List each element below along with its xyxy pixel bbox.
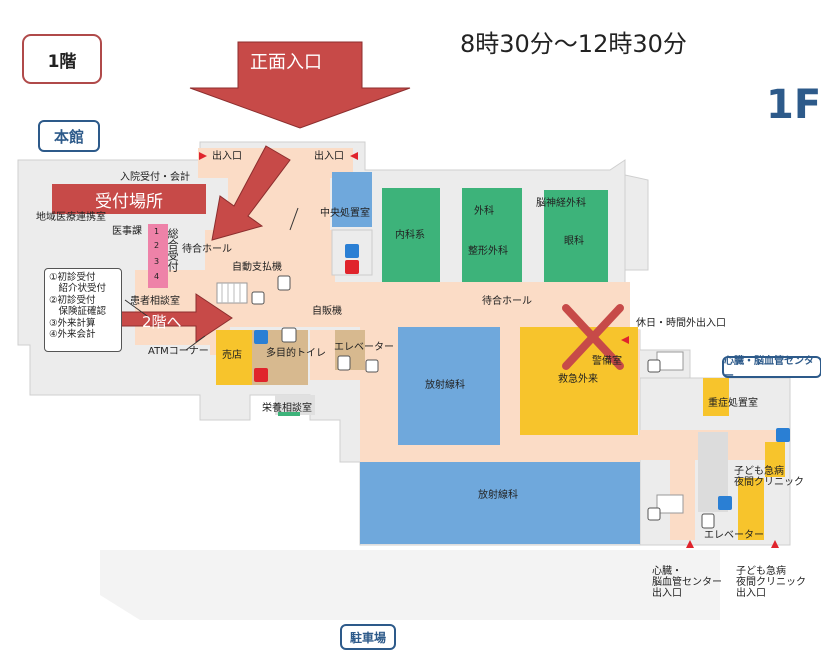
pediatric-area — [738, 478, 764, 540]
floor-code: 1F — [766, 82, 821, 128]
label-internal-medicine: 内科系 — [395, 230, 425, 241]
legend-line-4: 保険証確認 — [49, 306, 107, 318]
to-second-floor-text: 2階へ — [142, 313, 182, 331]
label-auto-payment: 自動支払機 — [232, 262, 282, 273]
emergency-area — [520, 327, 638, 435]
main-entrance-text: 正面入口 — [250, 52, 322, 73]
neurosurgery-area — [544, 190, 608, 282]
central-treatment-area — [332, 172, 372, 227]
label-shop: 売店 — [222, 350, 242, 361]
phone-icon — [277, 275, 291, 291]
counter-4: 4 — [154, 272, 160, 281]
floor-label-badge: 1階 — [22, 34, 102, 84]
stairs-icon — [251, 291, 265, 305]
label-emergency: 救急外来 — [558, 374, 598, 385]
pediatric-entrance-marker — [771, 540, 779, 548]
counter-1: 1 — [154, 227, 160, 236]
after-hours-marker — [621, 336, 629, 344]
label-severe-treatment: 重症処置室 — [708, 398, 758, 409]
label-regional-medical: 地域医療連携室 — [36, 212, 106, 223]
heart-entrance-marker — [686, 540, 694, 548]
label-pediatric-entrance: 子ども急病 夜間クリニック 出入口 — [736, 566, 806, 599]
label-guard-room: 警備室 — [592, 356, 622, 367]
nutrition-area — [275, 395, 315, 415]
label-central-treatment: 中央処置室 — [320, 208, 370, 219]
label-elevator-heart: エレベーター — [704, 530, 764, 541]
main-entrance-arrow — [189, 41, 411, 129]
counter-2: 2 — [154, 241, 160, 250]
escalator-icon-2 — [647, 359, 661, 373]
elevator-icon-heart — [701, 513, 715, 529]
counter-3: 3 — [154, 257, 160, 266]
label-surgery: 外科 — [474, 206, 494, 217]
down-left-arrow — [211, 145, 291, 241]
label-admission: 入院受付・会計 — [120, 172, 190, 183]
radiology-2-area — [360, 462, 640, 544]
to-second-floor-arrow — [111, 293, 233, 343]
label-radiology-1: 放射線科 — [425, 380, 465, 391]
label-heart-entrance: 心臓・ 脳血管センター 出入口 — [652, 566, 722, 599]
label-waiting-hall-left: 待合ホール — [182, 244, 232, 255]
label-waiting-hall-right: 待合ホール — [482, 296, 532, 307]
hours-text: 8時30分～12時30分 — [460, 30, 687, 58]
label-general-reception: 総合受付 — [166, 228, 180, 272]
closed-x-mark — [562, 304, 624, 370]
label-vending: 自販機 — [312, 306, 342, 317]
label-atm: ATMコーナー — [148, 346, 209, 357]
legend-line-5: ③外来計算 — [49, 317, 96, 329]
legend-line-1: ①初診受付 — [49, 272, 96, 283]
label-pediatric-night: 子ども急病 夜間クリニック — [734, 466, 804, 488]
surgery-area — [462, 188, 522, 282]
severe-treatment-area — [703, 378, 729, 416]
legend-line-2: 紹介状受付 — [49, 283, 107, 295]
label-multi-toilet: 多目的トイレ — [266, 348, 326, 359]
label-nutrition: 栄養相談室 — [262, 403, 312, 414]
reception-place-box: 受付場所 — [52, 184, 206, 214]
elevator-icon-main — [337, 355, 351, 371]
parking-area — [100, 550, 720, 620]
legend-line-3: ②初診受付 — [49, 294, 96, 306]
label-radiology-2: 放射線科 — [478, 490, 518, 501]
reception-counter-block — [148, 224, 168, 288]
label-elevator-main: エレベーター — [334, 342, 394, 353]
legend-line-6: ④外来会計 — [49, 328, 96, 340]
label-ophthalmology: 眼科 — [564, 236, 584, 247]
shop-area — [216, 330, 252, 385]
right-wing-outline — [624, 174, 649, 271]
label-entrance-left: 出入口 — [212, 151, 242, 162]
escalator-icon-1 — [365, 359, 379, 373]
entrance-marker-left — [199, 152, 207, 160]
radiology-1-area — [398, 327, 500, 445]
toilet-icon-3 — [718, 428, 790, 510]
label-neurosurgery: 脳神経外科 — [536, 198, 586, 209]
label-entrance-right: 出入口 — [314, 151, 344, 162]
reception-legend: ①初診受付 紹介状受付 ②初診受付 保険証確認 ③外来計算 ④外来会計 — [44, 268, 122, 352]
entrance-marker-right — [350, 152, 358, 160]
toilet-icon-2 — [345, 244, 359, 274]
label-patient-consult: 患者相談室 — [130, 296, 180, 307]
heart-center-tag: 心臓・脳血管センター — [722, 356, 821, 382]
label-medical-affairs: 医事課 — [112, 226, 142, 237]
wheelchair-icon-1 — [281, 327, 297, 343]
label-orthopedics: 整形外科 — [468, 246, 508, 257]
label-after-hours-entrance: 休日・時間外出入口 — [636, 318, 726, 329]
escalator-icon-3 — [647, 507, 661, 521]
main-building-tag: 本館 — [38, 120, 100, 152]
toilet-icon-1 — [254, 330, 268, 382]
parking-tag: 駐車場 — [340, 624, 396, 650]
internal-medicine-area — [382, 188, 440, 282]
